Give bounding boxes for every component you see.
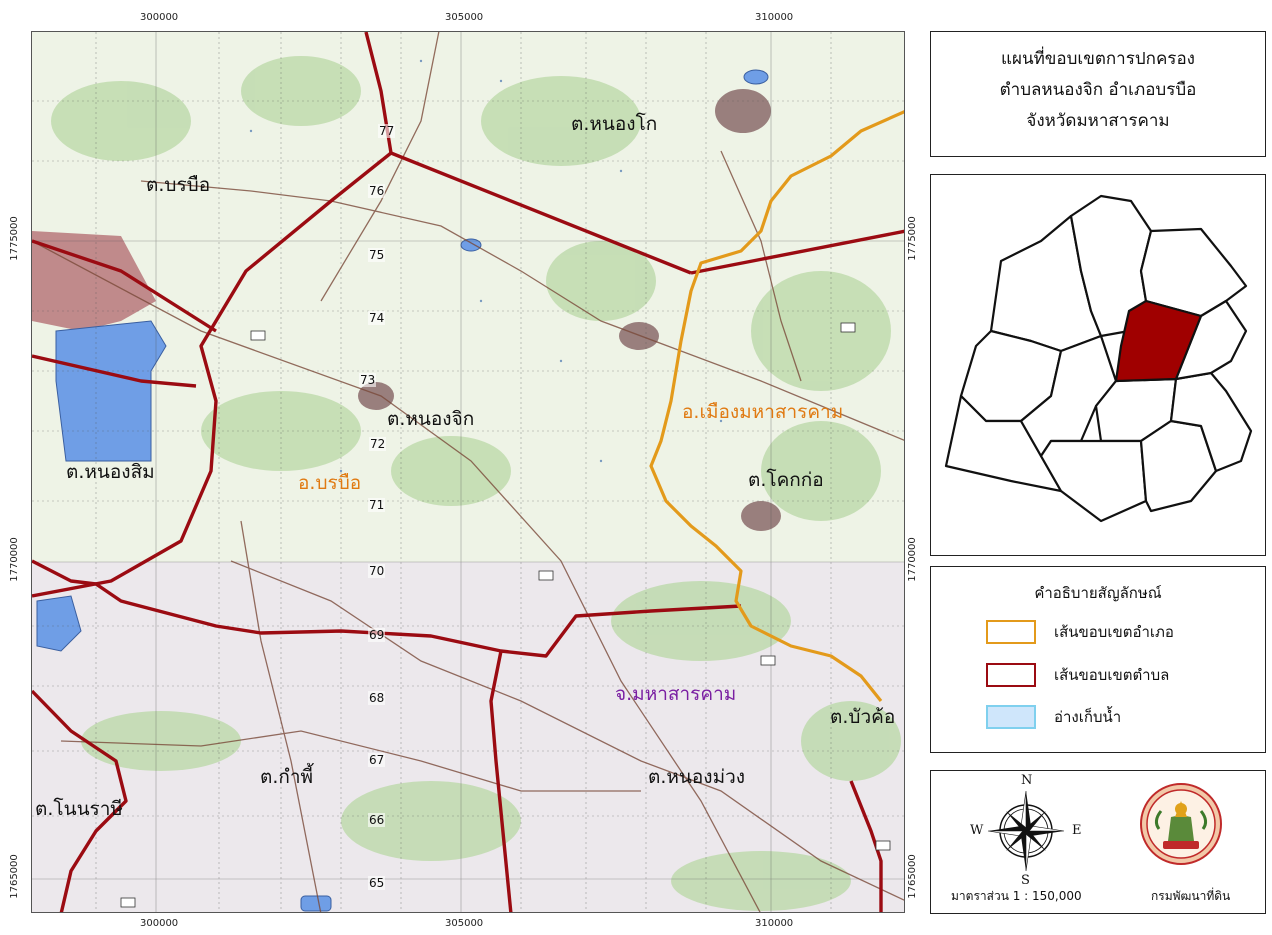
label-nong-ko: ต.หนองโก [571,113,658,135]
label-mueang-district: อ.เมืองมหาสารคาม [682,401,844,423]
compass-w-label: W [970,823,984,838]
locator-map-panel [930,174,1266,556]
footer-panel: N S W E มาตราส่วน 1 : 150,000 กรมพัฒนาที… [930,770,1266,914]
compass-rose-icon [987,790,1065,872]
north-arrow-compass: N S W E [970,773,1082,888]
road-number-73: 73 [359,373,377,387]
legend-title: คำอธิบายสัญลักษณ์ [1034,584,1162,602]
agency-name: กรมพัฒนาที่ดิน [1151,889,1231,903]
department-seal-icon [1140,783,1222,865]
legend-label-subdistrict: เส้นขอบเขตตำบล [1054,666,1170,684]
compass-n-label: N [1021,773,1033,788]
y-tick-left-1770000: 1770000 [8,537,20,582]
label-bua-kho: ต.บัวค้อ [830,706,896,728]
legend-label-reservoir: อ่างเก็บน้ำ [1054,708,1122,726]
map-canvas [32,32,904,912]
x-tick-bottom-300000: 300000 [140,918,179,929]
label-nong-sim: ต.หนองสิม [66,461,155,483]
label-nong-chik: ต.หนองจิก [387,408,475,430]
road-number-76: 76 [368,184,386,198]
road-number-67: 67 [368,753,386,767]
compass-e-label: E [1072,823,1082,838]
road-number-70: 70 [368,564,386,578]
label-borabue-district: อ.บรบือ [298,472,362,494]
map-scale: มาตราส่วน 1 : 150,000 [951,889,1082,903]
topographic-map[interactable]: 77 76 75 74 73 72 71 70 69 68 67 66 65 [31,31,905,913]
legend-swatch-reservoir [986,705,1036,729]
road-number-75: 75 [368,248,386,262]
road-number-77: 77 [378,124,396,138]
road-number-66: 66 [368,813,386,827]
reservoirs [36,69,769,912]
grid-lines [32,32,904,912]
x-tick-top-310000: 310000 [755,12,794,23]
legend-item-subdistrict-boundary: เส้นขอบเขตตำบล [986,662,1169,688]
road-number-71: 71 [368,498,386,512]
legend-swatch-subdistrict [986,663,1036,687]
label-kam-phi: ต.กำพี้ [260,766,314,788]
locator-subdistrict-s [1039,439,1148,523]
label-nong-muang: ต.หนองม่วง [648,766,746,788]
x-tick-bottom-310000: 310000 [755,918,794,929]
road-number-69: 69 [368,628,386,642]
road-markers [120,322,891,908]
map-title-line-2: ตำบลหนองจิก อำเภอบรบือ [999,80,1197,100]
land-development-department-seal [1139,781,1223,871]
locator-highlight-nong-chik [1114,299,1203,383]
legend-swatch-district [986,620,1036,644]
district-boundary [649,110,904,702]
legend-label-district: เส้นขอบเขตอำเภอ [1054,623,1174,641]
x-tick-top-305000: 305000 [445,12,484,23]
subdistrict-boundaries [32,32,904,912]
minor-roads [32,32,904,912]
map-title-panel: แผนที่ขอบเขตการปกครอง ตำบลหนองจิก อำเภอบ… [930,31,1266,157]
locator-map [944,194,1253,523]
legend-item-district-boundary: เส้นขอบเขตอำเภอ [986,619,1174,645]
y-tick-right-1775000: 1775000 [906,216,918,261]
road-number-65: 65 [368,876,386,890]
road-number-74: 74 [368,311,386,325]
x-tick-bottom-305000: 305000 [445,918,484,929]
road-number-72: 72 [369,437,387,451]
label-borabue-subdistrict: ต.บรบือ [146,174,211,196]
y-tick-left-1765000: 1765000 [8,854,20,899]
label-khok-ko: ต.โคกก่อ [748,469,824,491]
y-tick-right-1765000: 1765000 [906,854,918,899]
road-number-68: 68 [368,691,386,705]
legend-panel: คำอธิบายสัญลักษณ์ เส้นขอบเขตอำเภอ เส้นขอ… [930,566,1266,753]
x-tick-top-300000: 300000 [140,12,179,23]
map-title-line-1: แผนที่ขอบเขตการปกครอง [1001,49,1195,69]
locator-subdistrict-e [1169,371,1253,473]
map-title-line-3: จังหวัดมหาสารคาม [1026,111,1170,131]
label-province: จ.มหาสารคาม [615,683,737,705]
y-tick-right-1770000: 1770000 [906,537,918,582]
label-non-rasi: ต.โนนราษี [35,798,123,820]
y-tick-left-1775000: 1775000 [8,216,20,261]
compass-s-label: S [1021,873,1030,888]
settlement-dots [249,59,723,473]
legend-item-reservoir: อ่างเก็บน้ำ [986,704,1121,730]
